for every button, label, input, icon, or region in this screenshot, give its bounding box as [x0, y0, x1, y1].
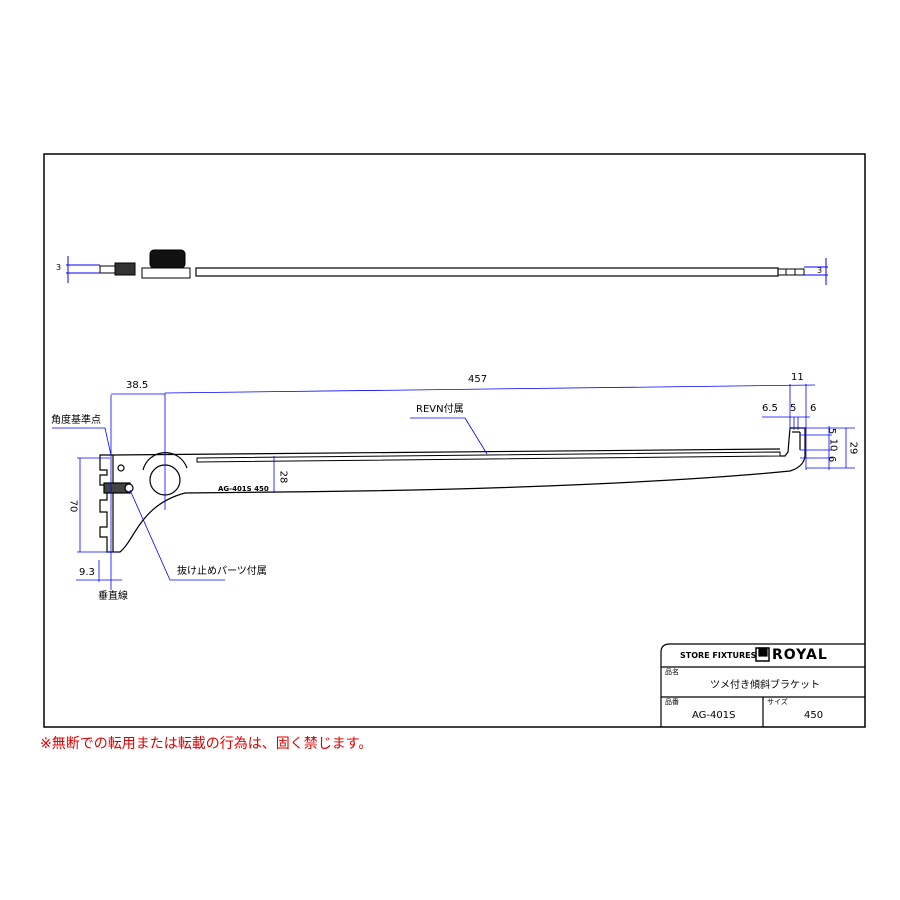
size-label: サイズ: [767, 698, 788, 706]
part-label: 品番: [665, 698, 679, 706]
dim-457: 457: [468, 374, 488, 385]
name-value: ツメ付き傾斜ブラケット: [710, 680, 820, 691]
dim-top-right: 3: [817, 266, 823, 275]
name-label: 品名: [665, 668, 679, 676]
dim-38-5: 38.5: [126, 380, 149, 391]
label-revn: REVN付属: [416, 404, 464, 415]
size-value: 450: [804, 710, 824, 721]
dim-28: 28: [277, 470, 289, 484]
top-view: [99, 249, 805, 279]
side-dims: [52, 384, 855, 590]
knob-icon: [149, 249, 186, 269]
dim-5: 5: [790, 403, 797, 414]
engraving: AG-401S 450: [218, 485, 269, 493]
dim-6-5: 6.5: [762, 403, 778, 414]
brand-logo: ROYAL: [772, 647, 828, 663]
part-value: AG-401S: [692, 710, 736, 721]
dim-10-v: 10: [827, 438, 839, 452]
dim-29: 29: [847, 441, 859, 455]
side-view: [99, 427, 806, 553]
dim-9-3: 9.3: [79, 567, 95, 578]
dim-6: 6: [810, 403, 817, 414]
copyright-warning: ※無断での転用または転載の行為は、固く禁じます。: [40, 736, 373, 752]
title-block: [660, 643, 865, 727]
drawing-frame: [43, 153, 866, 728]
label-vertical: 垂直線: [98, 591, 128, 602]
label-stopper: 抜け止めパーツ付属: [177, 566, 267, 577]
dim-11: 11: [791, 372, 804, 383]
dim-6-v: 6: [826, 455, 838, 463]
dim-top-left: 3: [56, 263, 62, 272]
label-angle-ref: 角度基準点: [51, 415, 101, 426]
dim-5-v: 5: [826, 427, 838, 435]
dim-70: 70: [67, 499, 79, 513]
company-name: STORE FIXTURES: [680, 651, 757, 660]
top-dims: [66, 256, 828, 285]
